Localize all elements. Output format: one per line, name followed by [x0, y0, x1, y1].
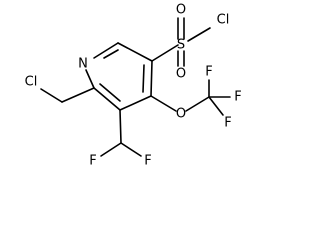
- atom-label-f-cf3-right: F: [234, 90, 241, 105]
- ring-bond-c4-c5: [150, 60, 153, 97]
- ring-bond-n-c2: [85, 69, 95, 89]
- bond-cf3-f-bottom: [208, 96, 224, 116]
- atom-label-s: S: [177, 38, 185, 53]
- bond-ch2-cl: [40, 88, 63, 103]
- ring-bond-c2-c3: [93, 87, 121, 111]
- atom-label-o-ether: O: [176, 107, 186, 122]
- atom-label-cl-chloromethyl: Cl: [25, 75, 38, 90]
- bond-s-cl: [187, 27, 211, 42]
- ring-bond-c3-c4: [119, 95, 152, 111]
- atom-label-o-sulfonyl-bottom: O: [176, 67, 186, 82]
- atom-label-n: N: [78, 57, 88, 72]
- bond-c4-o: [150, 95, 177, 112]
- bond-c2-ch2: [61, 87, 95, 103]
- structure-diagram: N Cl S O O Cl O F F F F F: [24, 2, 242, 169]
- bond-chf2-f-right: [120, 142, 142, 157]
- molecule-structure: N Cl S O O Cl O F F F F F: [25, 3, 242, 169]
- ring-double-bond-c6-n: [103, 49, 119, 59]
- atom-label-o-sulfonyl-top: O: [176, 3, 186, 18]
- ring-bond-n-c6: [93, 42, 119, 59]
- bond-o-cf3: [185, 96, 210, 112]
- atom-label-f-cf3-top: F: [205, 65, 212, 80]
- atom-label-f-chf2-right: F: [144, 154, 151, 169]
- bond-chf2-f-left: [100, 142, 122, 157]
- ring-double-bond-c4-c5: [142, 64, 145, 93]
- ring-bond-c5-c6: [117, 42, 153, 62]
- atom-label-cl-sulfonyl: Cl: [217, 13, 230, 28]
- bond-c5-s: [151, 44, 179, 62]
- atom-label-f-chf2-left: F: [89, 154, 96, 169]
- bond-c3-chf2: [119, 109, 122, 144]
- ring-double-bond-c2-c3: [99, 83, 121, 102]
- atom-label-f-cf3-bottom: F: [224, 116, 231, 131]
